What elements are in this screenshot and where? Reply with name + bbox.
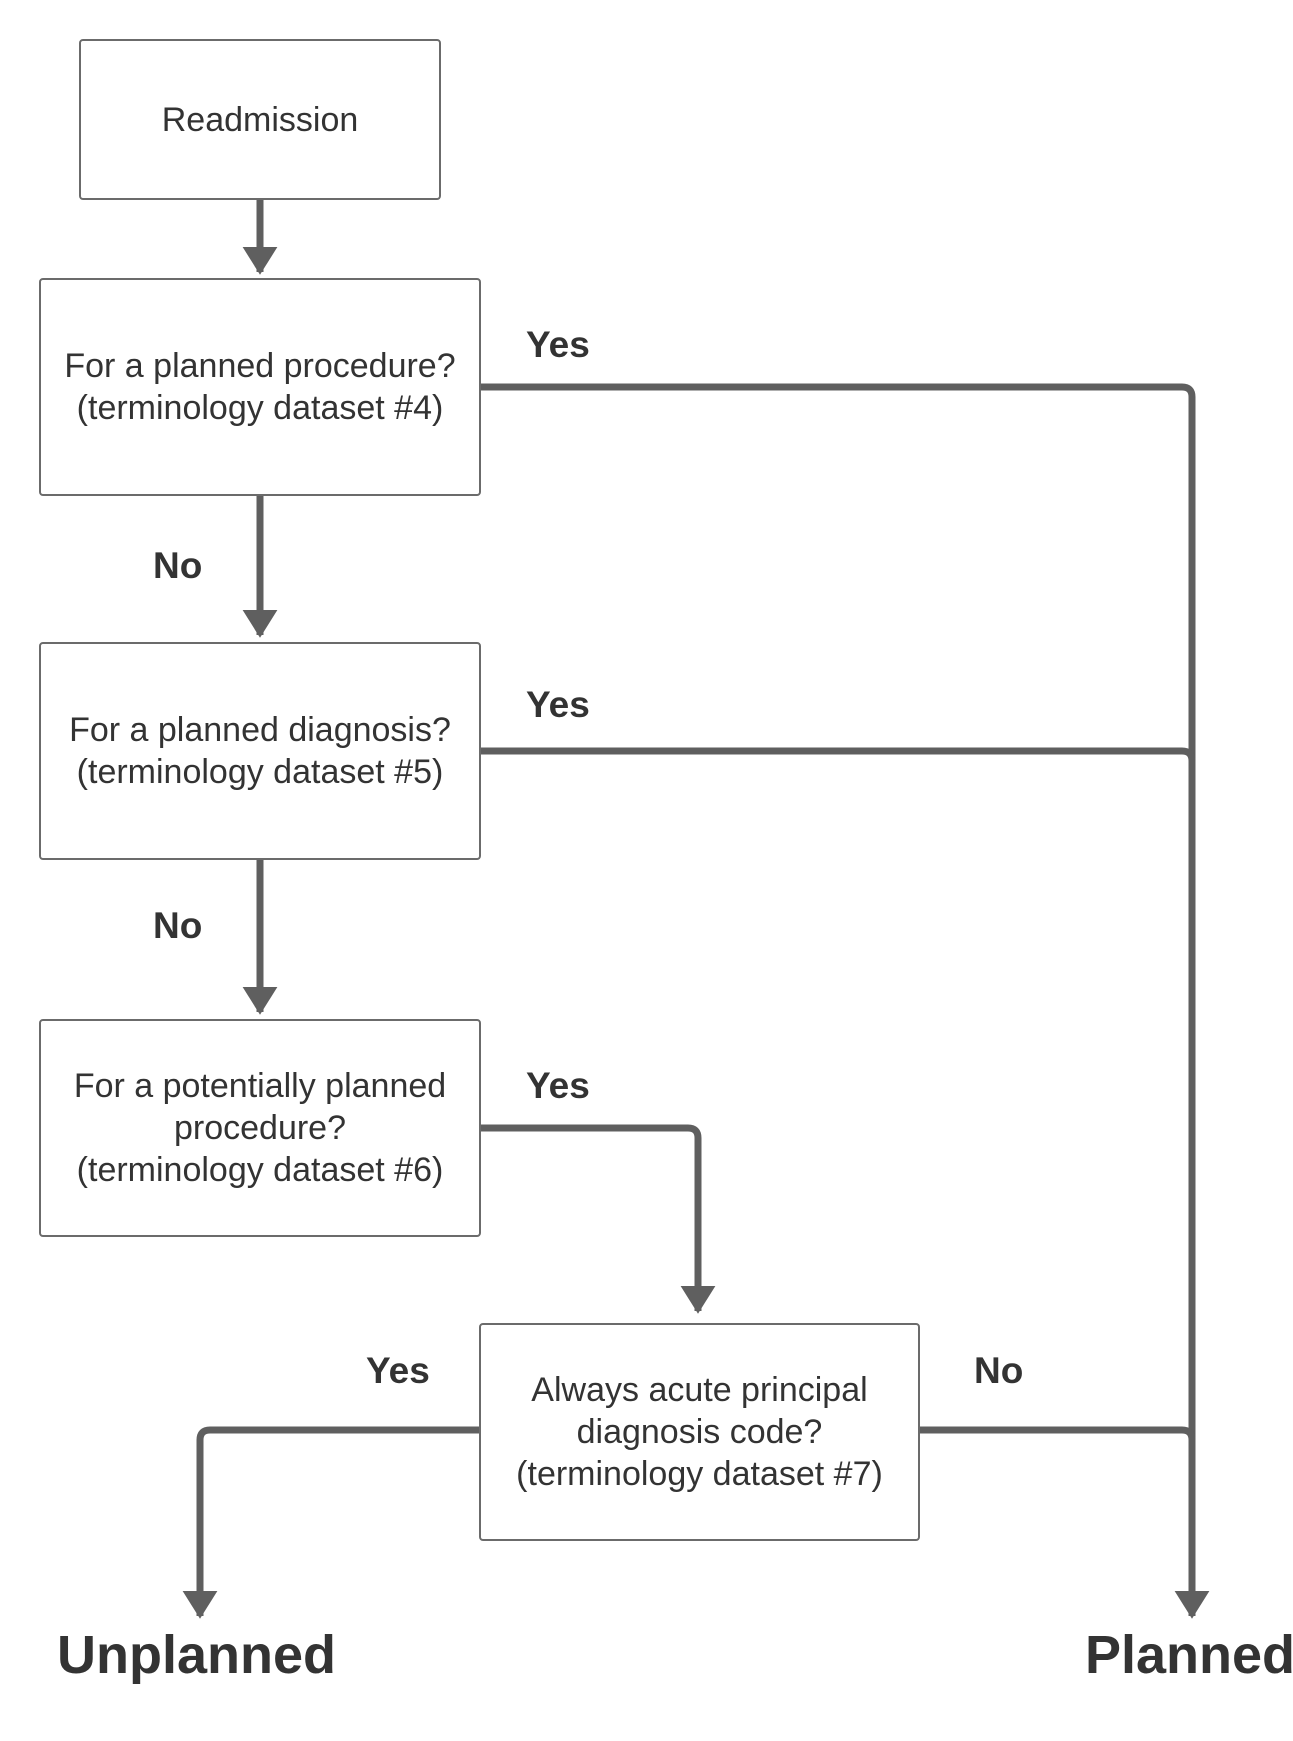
planned-diagnosis-dataset: (terminology dataset #5) — [76, 753, 444, 791]
potential-yes-label: Yes — [526, 1065, 590, 1106]
acute-principal-dataset: (terminology dataset #7) — [516, 1455, 883, 1493]
connector-procedure-yes-to-planned — [481, 383, 1210, 1619]
acute-no-label: No — [974, 1350, 1024, 1391]
readmission-label: Readmission — [161, 100, 359, 139]
potentially-planned-question-line2: procedure? — [173, 1109, 346, 1147]
readmission-box: Readmission — [79, 39, 441, 200]
acute-principal-question-line2: diagnosis code? — [576, 1413, 823, 1451]
unplanned-outcome: Unplanned — [57, 1625, 336, 1685]
planned-outcome: Planned — [1085, 1625, 1293, 1685]
acute-principal-question-line1: Always acute principal — [531, 1371, 868, 1409]
procedure-yes-label: Yes — [526, 324, 590, 365]
connector-acute-yes-to-unplanned — [182, 1426, 479, 1619]
planned-diagnosis-question: For a planned diagnosis? — [69, 711, 451, 749]
planned-procedure-dataset: (terminology dataset #4) — [76, 389, 444, 427]
procedure-no-label: No — [153, 545, 203, 586]
diagnosis-yes-label: Yes — [526, 684, 590, 725]
acute-principal-decision: Always acute principal diagnosis code? (… — [479, 1323, 920, 1541]
potentially-planned-dataset: (terminology dataset #6) — [76, 1151, 444, 1189]
diagnosis-no-label: No — [153, 905, 203, 946]
potentially-planned-decision: For a potentially planned procedure? (te… — [39, 1019, 481, 1237]
connector-diagnosis-yes — [481, 747, 1196, 762]
acute-yes-label: Yes — [366, 1350, 430, 1391]
planned-procedure-decision: For a planned procedure? (terminology da… — [39, 278, 481, 496]
potentially-planned-question-line1: For a potentially planned — [73, 1067, 447, 1105]
planned-procedure-question: For a planned procedure? — [64, 347, 456, 385]
planned-diagnosis-decision: For a planned diagnosis? (terminology da… — [39, 642, 481, 860]
connector-potential-yes — [481, 1124, 716, 1314]
connector-acute-no — [920, 1426, 1196, 1441]
